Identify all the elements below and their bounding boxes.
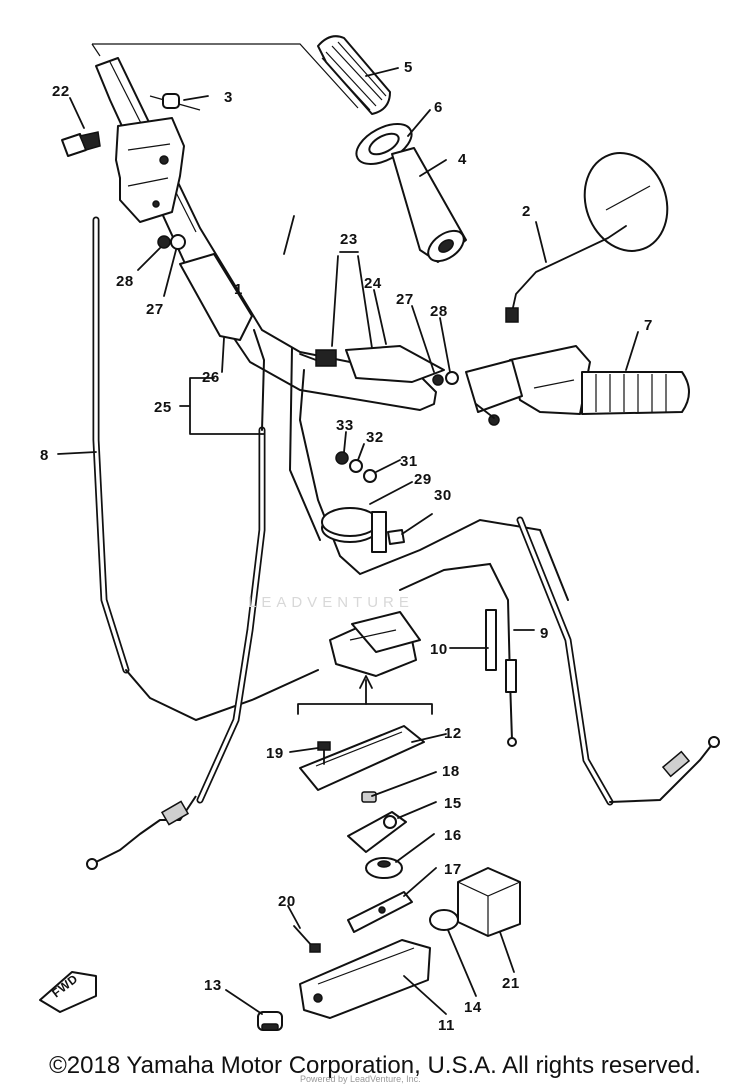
callout-8: 8 [40,447,49,464]
callout-28-right: 28 [430,303,448,320]
assembly-bracket [297,675,433,715]
right-switch-housing[interactable] [465,345,591,415]
fwd-arrow: FWD [39,971,97,1013]
grommet-part-13[interactable] [257,1011,283,1031]
bracket-line [91,43,359,109]
clip-part-18[interactable] [361,791,377,803]
callout-33: 33 [336,417,354,434]
callout-26: 26 [202,369,220,386]
grip-part-7[interactable] [581,371,690,415]
callout-20: 20 [278,893,296,910]
callout-11: 11 [438,1017,455,1034]
callout-21: 21 [502,975,520,992]
callout-17: 17 [444,861,462,878]
watermark: LEADVENTURE [248,594,414,611]
callout-19: 19 [266,745,284,762]
callout-29: 29 [414,471,432,488]
copyright-notice: ©2018 Yamaha Motor Corporation, U.S.A. A… [49,1052,701,1079]
callout-31: 31 [400,453,418,470]
knob-part-16[interactable] [365,857,403,879]
bolt-part-20[interactable] [293,925,321,953]
washer-part-31[interactable] [363,469,377,483]
cable-part-25[interactable] [196,329,266,804]
cable-part-8[interactable] [92,216,319,722]
callout-16: 16 [444,827,462,844]
left-switch-housing[interactable] [115,117,185,223]
contact-part-17[interactable] [347,891,413,933]
callout-27-right: 27 [396,291,414,308]
cable-part-25-lower [288,347,321,541]
callout-25: 25 [154,399,172,416]
throttle-tube-part-4[interactable] [391,147,469,267]
screw-part-19[interactable] [317,741,331,765]
footer-fine-print: Powered by LeadVenture, Inc. [300,1074,421,1084]
callout-7: 7 [644,317,653,334]
washer-part-32[interactable] [349,459,363,473]
boot-part-26[interactable] [179,253,253,341]
callout-24: 24 [364,275,382,292]
switch-part-15[interactable] [347,811,407,853]
nut-part-33[interactable] [335,451,349,465]
mirror-part-2[interactable] [505,141,681,323]
callout-1: 1 [234,281,243,298]
callout-13: 13 [204,977,222,994]
callout-32: 32 [366,429,384,446]
lever-pivot[interactable] [475,403,500,426]
callout-labels: 1 2 3 4 5 6 7 8 9 10 11 12 13 14 15 16 1… [40,59,653,1034]
callout-4: 4 [458,151,467,168]
callout-6: 6 [434,99,443,116]
callout-27-left: 27 [146,301,164,318]
lever-part-24[interactable] [299,345,445,383]
callout-15: 15 [444,795,462,812]
clutch-cable-end[interactable] [86,795,197,870]
nut-washer-left[interactable] [157,234,186,250]
grip-part-5[interactable] [317,35,391,115]
callout-18: 18 [442,763,460,780]
bolt-part-30[interactable] [387,529,405,545]
leader-lines [57,67,639,1015]
cover-part-12[interactable] [299,725,425,791]
callout-14: 14 [464,999,482,1016]
callout-23: 23 [340,231,358,248]
callout-22: 22 [52,83,70,100]
cable-adjuster-part-22[interactable] [61,131,101,157]
cap-part-14[interactable] [429,909,459,931]
cable-part-9[interactable] [298,369,720,806]
callout-12: 12 [444,725,462,742]
junction-box[interactable] [329,611,421,677]
cable-part-10[interactable] [399,562,517,747]
housing-part-11[interactable] [299,939,431,1019]
callout-28-left: 28 [116,273,134,290]
callout-5: 5 [404,59,413,76]
cover-part-21[interactable] [457,867,521,937]
nut-washer-right[interactable] [432,371,459,386]
plug-part-3[interactable] [162,93,180,109]
clamp-part-29[interactable] [321,507,387,553]
callout-30: 30 [434,487,452,504]
callout-9: 9 [540,625,549,642]
callout-3: 3 [224,89,233,106]
callout-2: 2 [522,203,531,220]
callout-10: 10 [430,641,448,658]
